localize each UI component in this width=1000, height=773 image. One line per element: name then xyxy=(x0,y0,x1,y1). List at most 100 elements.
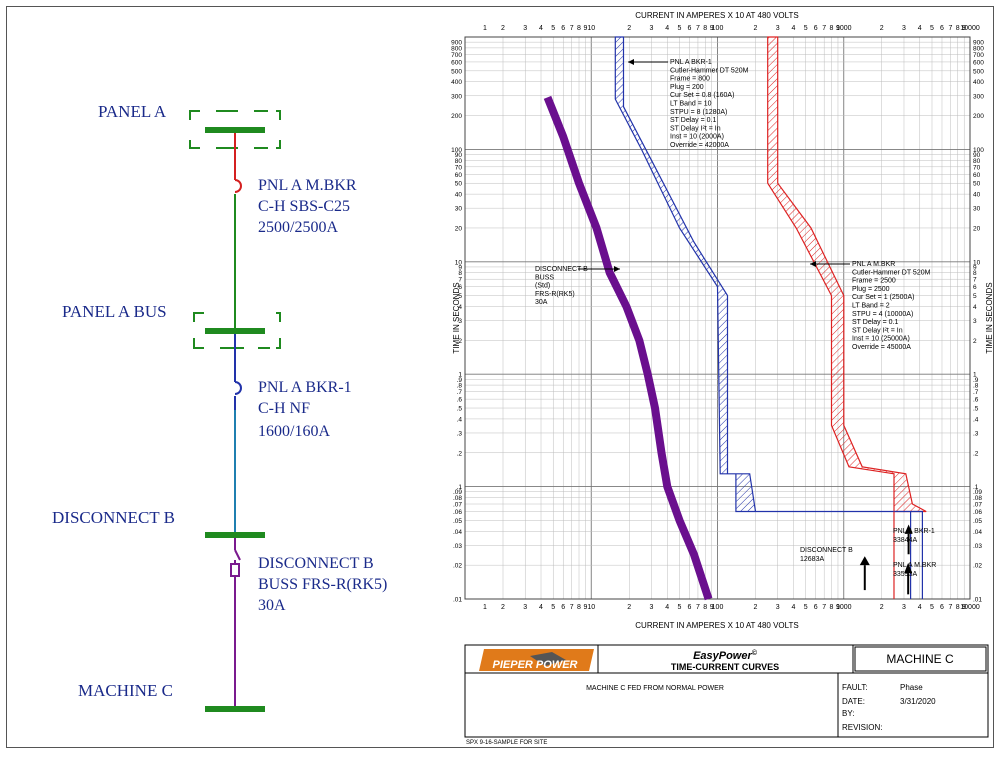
y-tick-label-right: .4 xyxy=(973,416,979,423)
y-tick-label-left: 800 xyxy=(451,45,462,52)
series-label-line: Cutler-Hammer DT 520M xyxy=(670,67,749,74)
branch-breaker-rating: 1600/160A xyxy=(258,423,330,440)
x-tick-label-bottom: 5 xyxy=(804,604,808,611)
leader-fuse-head xyxy=(614,266,620,272)
y-tick-label-right: 20 xyxy=(973,225,981,232)
x-tick-label-top: 9 xyxy=(962,25,966,32)
y-tick-label-right: 300 xyxy=(973,93,984,100)
y-tick-label-left: .06 xyxy=(453,509,462,516)
y-tick-label-right: 9 xyxy=(973,264,977,271)
y-tick-label-left: .05 xyxy=(453,518,462,525)
x-tick-label-bottom: 2 xyxy=(754,604,758,611)
x-tick-label-top: 6 xyxy=(688,25,692,32)
leader-main-head xyxy=(810,261,816,267)
x-tick-label-bottom: 4 xyxy=(918,604,922,611)
y-tick-label-right: .2 xyxy=(973,450,979,457)
disconnect-bus-bar[interactable] xyxy=(205,532,265,538)
one-line-diagram: PANEL A PNL A M.BKR C-H SBS-C25 2500/250… xyxy=(52,102,387,712)
x-tick-label-top: 9 xyxy=(710,25,714,32)
y-tick-label-left: .4 xyxy=(457,416,463,423)
fault-arrowhead-disconnect xyxy=(859,556,870,566)
y-tick-label-right: .02 xyxy=(973,563,982,570)
x-tick-label-bottom: 6 xyxy=(940,604,944,611)
y-tick-label-right: .03 xyxy=(973,543,982,550)
y-tick-label-left: 5 xyxy=(458,293,462,300)
x-tick-label-top: 1000 xyxy=(836,25,852,32)
x-tick-label-bottom: 1 xyxy=(483,604,487,611)
series-label-line: ST Delay I²t = In xyxy=(670,125,721,132)
y-tick-label-left: 1 xyxy=(458,372,462,379)
x-tick-label-bottom: 4 xyxy=(792,604,796,611)
x-tick-label-bottom: 7 xyxy=(696,604,700,611)
series-branch-breaker-band[interactable] xyxy=(614,36,924,599)
x-tick-label-top: 4 xyxy=(665,25,669,32)
machine-bus-bar[interactable] xyxy=(205,706,265,712)
y-tick-label-left: 30 xyxy=(455,206,463,213)
y-tick-label-right: .07 xyxy=(973,502,982,509)
y-tick-label-left: .04 xyxy=(453,529,462,536)
y-tick-label-left: .08 xyxy=(453,495,462,502)
svg-text:DISCONNECT B: DISCONNECT B xyxy=(800,547,853,554)
fault-arrowhead-main xyxy=(904,562,913,574)
fault-label-branch: PNL A BKR-1 33844A xyxy=(893,528,935,544)
x-tick-label-bottom: 4 xyxy=(665,604,669,611)
x-tick-label-bottom: 6 xyxy=(688,604,692,611)
y-tick-label-right: 200 xyxy=(973,113,984,120)
branch-breaker-symbol[interactable] xyxy=(234,381,242,395)
y-ticks-right: 9008007006005004003002001009080706050403… xyxy=(973,40,984,604)
x-tick-label-bottom: 8 xyxy=(577,604,581,611)
fault-label-main: PNL A M.BKR 33593A xyxy=(893,562,936,578)
y-tick-label-left: 8 xyxy=(458,270,462,277)
x-tick-label-top: 5 xyxy=(804,25,808,32)
panel-a-bus-bar[interactable] xyxy=(205,328,265,334)
machine-label[interactable]: MACHINE C xyxy=(78,681,173,700)
y-tick-label-left: 2 xyxy=(458,338,462,345)
x-tick-label-bottom: 5 xyxy=(678,604,682,611)
panel-a-label[interactable]: PANEL A xyxy=(98,102,167,121)
panel-a-bus-label[interactable]: PANEL A BUS xyxy=(62,302,167,321)
y-tick-label-right: .6 xyxy=(973,397,979,404)
y-tick-label-left: .02 xyxy=(453,563,462,570)
branch-breaker-type: C-H NF xyxy=(258,400,310,417)
x-tick-label-top: 9 xyxy=(836,25,840,32)
y-tick-label-left: .5 xyxy=(457,406,463,413)
x-tick-label-top: 3 xyxy=(776,25,780,32)
y-tick-label-left: .01 xyxy=(453,597,462,604)
panel-a-bus-bracket xyxy=(193,312,281,349)
x-tick-label-top: 10 xyxy=(587,25,595,32)
y-tick-label-left: 900 xyxy=(451,40,462,47)
series-label-line: Override = 42000A xyxy=(670,142,729,149)
y-tick-label-right: .01 xyxy=(973,597,982,604)
x-tick-label-bottom: 10000 xyxy=(960,604,980,611)
series-main-breaker-band[interactable] xyxy=(767,36,927,513)
x-tick-label-bottom: 100 xyxy=(712,604,724,611)
x-tick-label-top: 10000 xyxy=(960,25,980,32)
y-tick-label-right: 8 xyxy=(973,270,977,277)
y-tick-label-right: .5 xyxy=(973,406,979,413)
y-tick-label-right: 70 xyxy=(973,164,981,171)
y-tick-label-left: 600 xyxy=(451,59,462,66)
y-tick-label-right: 90 xyxy=(973,152,981,159)
disconnect-bus-label[interactable]: DISCONNECT B xyxy=(52,508,175,527)
svg-text:33844A: 33844A xyxy=(893,537,917,544)
y-tick-label-left: 20 xyxy=(455,225,463,232)
series-label-line: Frame = 800 xyxy=(670,76,710,83)
y-tick-label-left: 7 xyxy=(458,277,462,284)
x-tick-label-bottom: 7 xyxy=(948,604,952,611)
x-tick-label-top: 5 xyxy=(930,25,934,32)
x-tick-label-bottom: 3 xyxy=(902,604,906,611)
panel-a-bus-bar[interactable] xyxy=(205,127,265,133)
series-label-line: Frame = 2500 xyxy=(852,278,896,285)
x-tick-label-top: 7 xyxy=(696,25,700,32)
x-tick-label-top: 9 xyxy=(584,25,588,32)
main-breaker-symbol[interactable] xyxy=(234,179,242,193)
disconnect-switch-symbol[interactable] xyxy=(234,549,241,561)
series-disconnect-fuse-curve[interactable] xyxy=(543,95,713,601)
x-tick-label-bottom: 1000 xyxy=(836,604,852,611)
y-tick-label-right: 6 xyxy=(973,284,977,291)
